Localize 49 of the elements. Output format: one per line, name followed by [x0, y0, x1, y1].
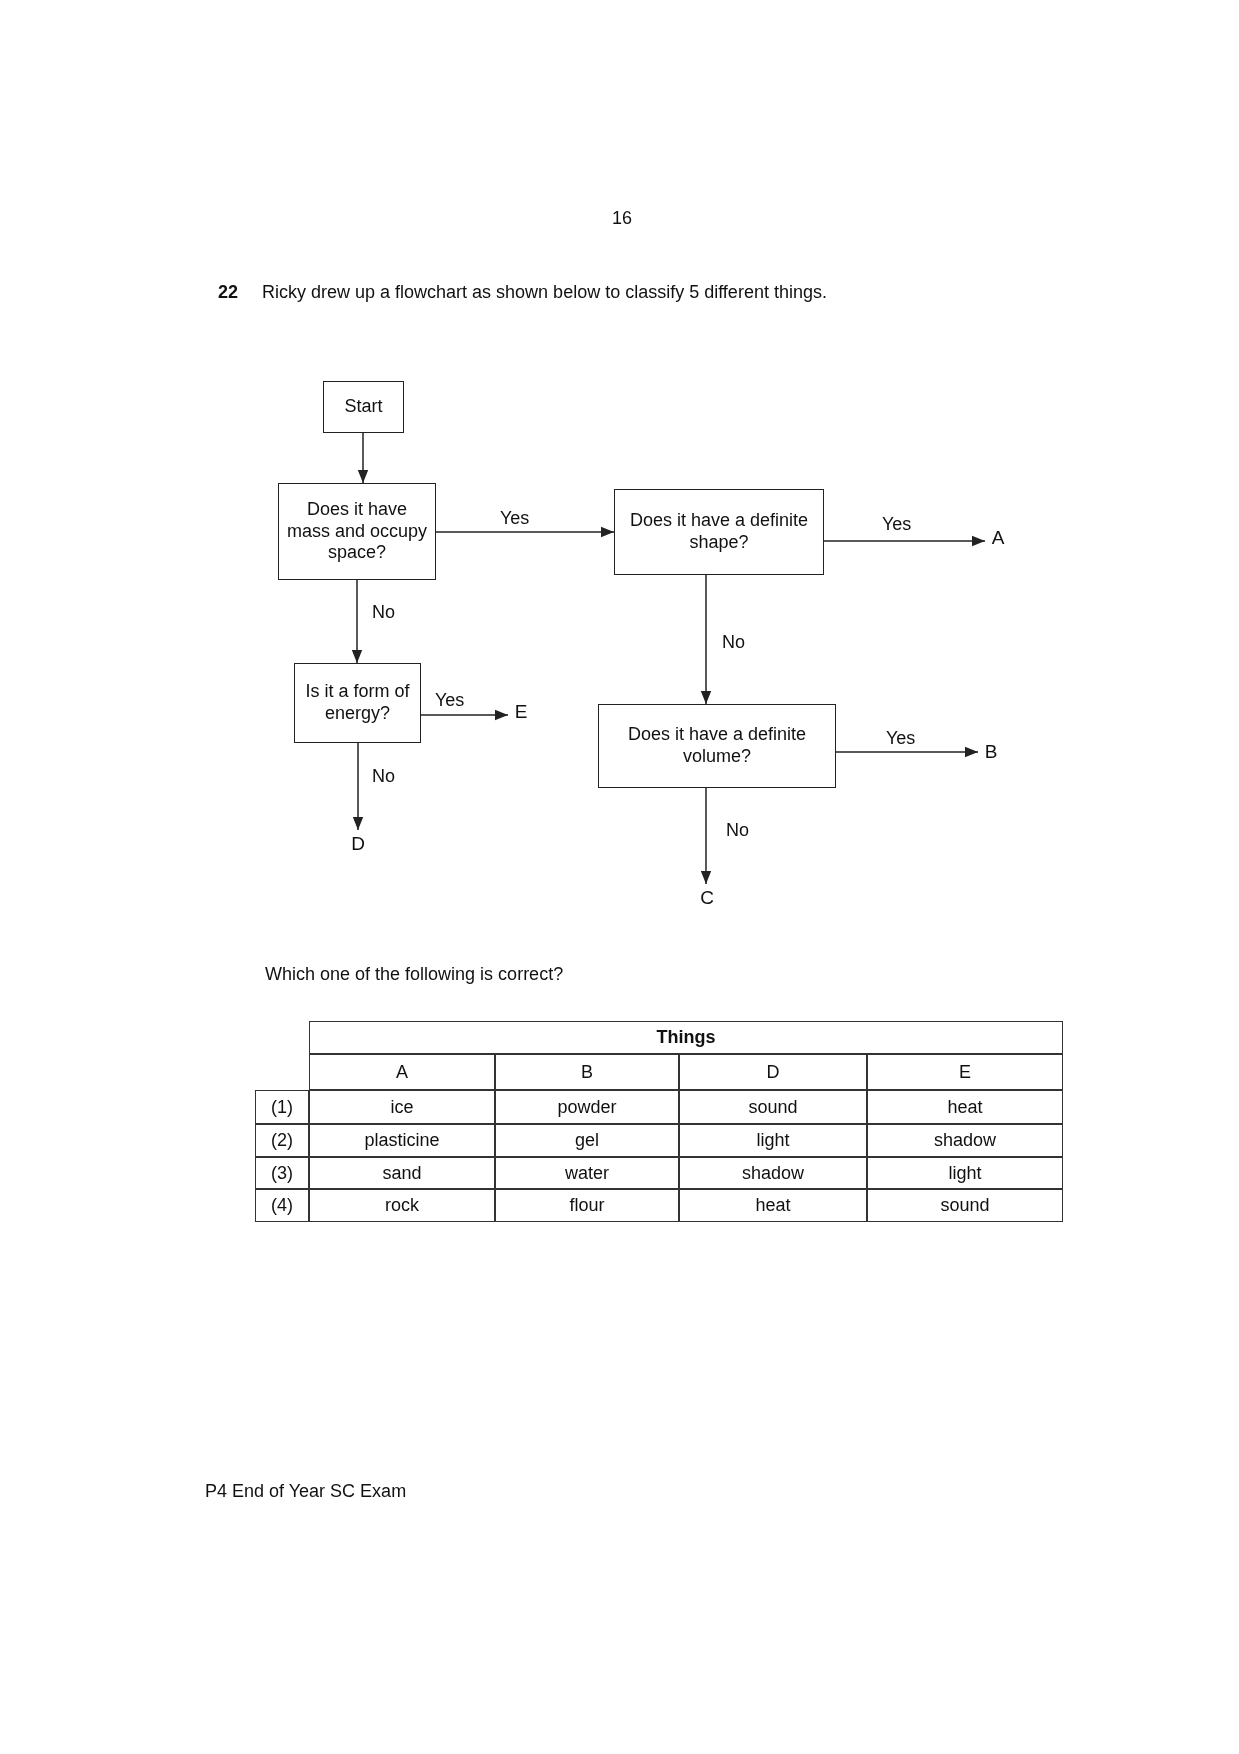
- question-text: Which one of the following is correct?: [265, 964, 564, 985]
- table-header-cell: B: [495, 1054, 679, 1090]
- row-number-cell: (3): [255, 1157, 309, 1189]
- arrow: [435, 526, 615, 538]
- arrow: [352, 742, 364, 831]
- arrow: [823, 535, 986, 547]
- table-header-cell: E: [867, 1054, 1063, 1090]
- table-cell: shadow: [867, 1124, 1063, 1157]
- row-number-cell: (1): [255, 1090, 309, 1124]
- table-cell: flour: [495, 1189, 679, 1222]
- outcome-label: C: [694, 884, 720, 912]
- arrow: [351, 579, 363, 664]
- arrow: [357, 432, 369, 484]
- question-text: Ricky drew up a flowchart as shown below to classify 5 different things.: [262, 282, 827, 303]
- table-cell: sand: [309, 1157, 495, 1189]
- table-cell: shadow: [679, 1157, 867, 1189]
- outcome-label: B: [978, 738, 1004, 766]
- question-number: 22: [218, 282, 239, 303]
- table-cell: sound: [867, 1189, 1063, 1222]
- footer-text: P4 End of Year SC Exam: [205, 1481, 407, 1502]
- table-cell: sound: [679, 1090, 867, 1124]
- outcome-label: E: [508, 698, 534, 726]
- table-cell: light: [679, 1124, 867, 1157]
- table-cell: ice: [309, 1090, 495, 1124]
- table-cell: light: [867, 1157, 1063, 1189]
- arrow: [700, 787, 712, 885]
- row-number-cell: (4): [255, 1189, 309, 1222]
- process-box: Start: [323, 381, 404, 433]
- table-header-cell: Things: [309, 1021, 1063, 1054]
- table-header-cell: A: [309, 1054, 495, 1090]
- process-box: Does it have mass and occupy space?: [278, 483, 436, 580]
- outcome-label: D: [345, 830, 371, 858]
- table-cell: heat: [679, 1189, 867, 1222]
- arrow: [420, 709, 509, 721]
- table-cell: water: [495, 1157, 679, 1189]
- process-box: Is it a form of energy?: [294, 663, 421, 743]
- table-cell: plasticine: [309, 1124, 495, 1157]
- outcome-label: A: [985, 524, 1011, 552]
- row-number-cell: (2): [255, 1124, 309, 1157]
- table-header-cell: D: [679, 1054, 867, 1090]
- process-box: Does it have a definite shape?: [614, 489, 824, 575]
- arrow: [700, 574, 712, 705]
- process-box: Does it have a definite volume?: [598, 704, 836, 788]
- table-cell: powder: [495, 1090, 679, 1124]
- arrow: [835, 746, 979, 758]
- page-number: 16: [612, 208, 633, 229]
- table-cell: gel: [495, 1124, 679, 1157]
- table-cell: rock: [309, 1189, 495, 1222]
- table-cell: heat: [867, 1090, 1063, 1124]
